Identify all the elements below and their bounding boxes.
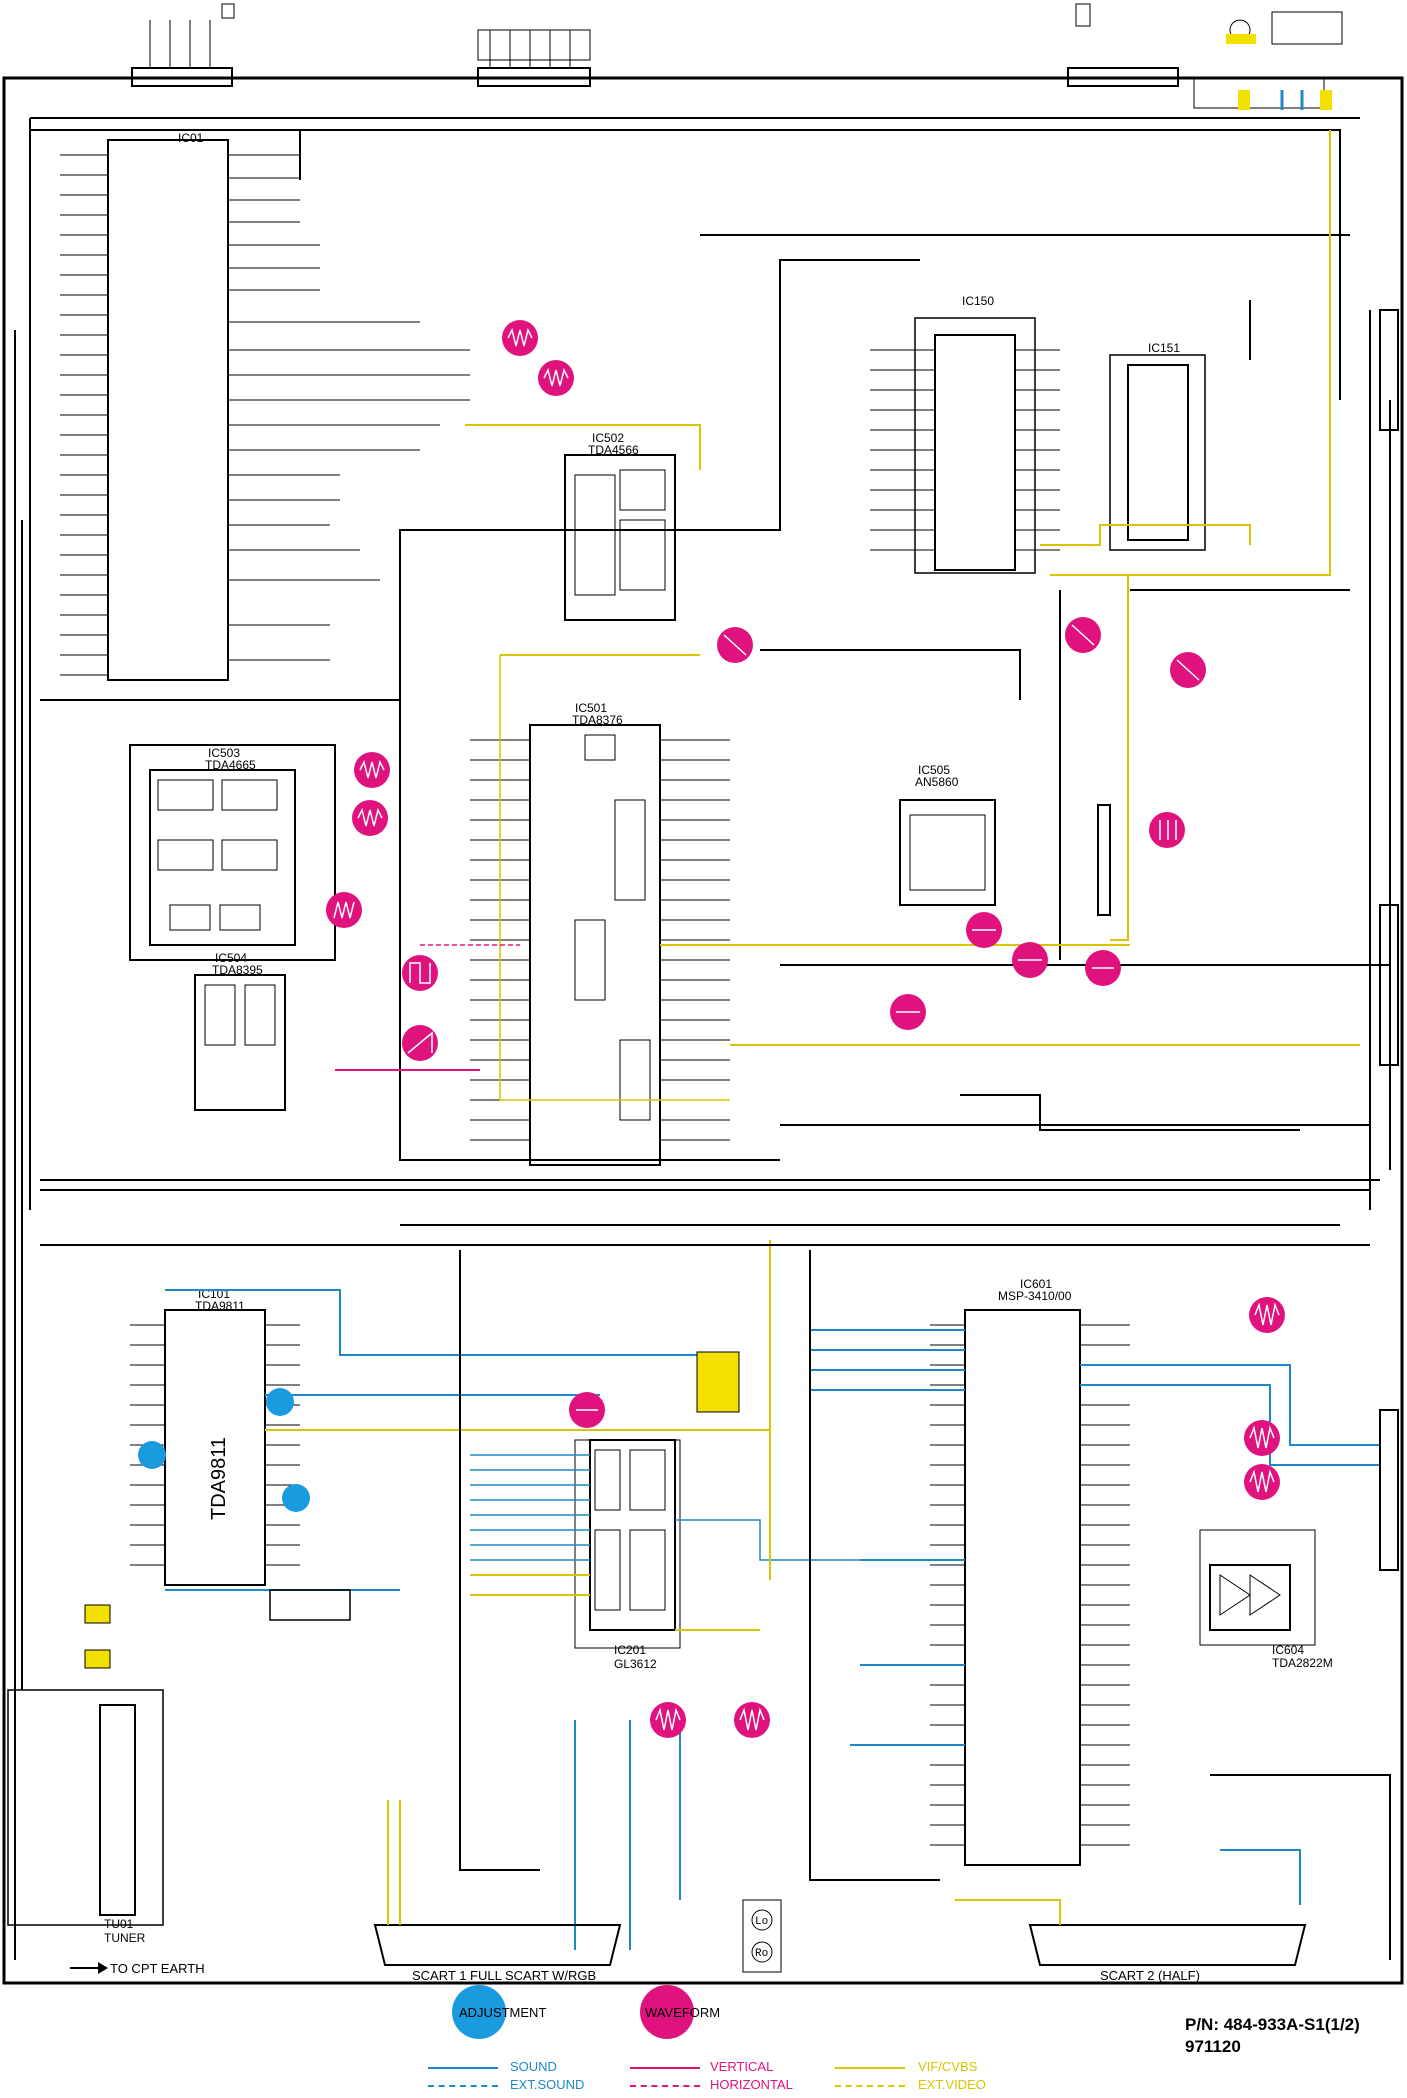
ic504-block: IC504 TDA8395 [194, 951, 286, 1111]
legend-ext-video: EXT.VIDEO [918, 2077, 986, 2092]
tuner-part: TUNER [104, 1931, 146, 1945]
cpt-earth-label: TO CPT EARTH [110, 1961, 205, 1976]
scart1-label: SCART 1 FULL SCART W/RGB [412, 1968, 596, 1983]
legend-ext-video-line [835, 2085, 905, 2087]
legend-waveform-swatch [640, 1985, 694, 2039]
legend-sound-line [428, 2067, 498, 2069]
ic501-label: IC501 [575, 701, 607, 715]
adjustment-marker [282, 1484, 310, 1512]
waveform-marker [650, 1702, 686, 1738]
doc-code: 971120 [1185, 2037, 1241, 2056]
ic601-label: IC601 [1020, 1277, 1052, 1291]
ic504-label: IC504 [215, 951, 247, 965]
ic503-block: IC503 TDA4665 [149, 746, 296, 946]
waveform-marker [354, 752, 390, 788]
ic501-block: IC501 TDA8376 [529, 701, 661, 1166]
waveform-marker [352, 800, 388, 836]
top-connector-left [131, 3, 235, 87]
ic604-part: TDA2822M [1272, 1656, 1333, 1670]
ic504-part: TDA8395 [212, 963, 263, 977]
legend-horizontal-line [630, 2085, 700, 2087]
ic150-block: IC150 [934, 294, 1016, 571]
ro-label: Ro [755, 1948, 768, 1960]
legend-vertical: VERTICAL [710, 2059, 774, 2074]
adjustment-marker [266, 1388, 294, 1416]
legend-waveform: WAVEFORM [645, 2005, 721, 2020]
ic503-label: IC503 [208, 746, 240, 760]
ic503-part: TDA4665 [205, 758, 256, 772]
scart2-connector: SCART 2 (HALF) [1028, 1924, 1307, 1983]
waveform-marker [1244, 1464, 1280, 1500]
ic505-block: IC505 AN5860 [899, 763, 996, 906]
adjustment-markers [138, 1388, 310, 1512]
ic201-part: GL3612 [614, 1657, 657, 1671]
scart2-label: SCART 2 (HALF) [1100, 1968, 1200, 1983]
lo-ro-outputs: Lo Ro [742, 1899, 782, 1973]
waveform-marker [538, 360, 574, 396]
ic505-label: IC505 [918, 763, 950, 777]
tuner-block: TU01 TUNER [99, 1704, 146, 1945]
tuner-label: TU01 [104, 1917, 134, 1931]
legend-sound: SOUND [510, 2059, 557, 2074]
ic501-part: TDA8376 [572, 713, 623, 727]
ic601-block: IC601 MSP-3410/00 [964, 1277, 1081, 1866]
waveform-marker [1244, 1420, 1280, 1456]
ic151-block: IC151 [1127, 341, 1189, 541]
legend-vif-cvbs: VIF/CVBS [918, 2059, 978, 2074]
waveform-marker [1249, 1297, 1285, 1333]
ic604-block: IC604 TDA2822M [1209, 1564, 1333, 1670]
ic101-block: IC101 TDA9811 TDA9811 [164, 1287, 266, 1586]
waveform-markers [326, 320, 1285, 1738]
ic601-part: MSP-3410/00 [998, 1289, 1072, 1303]
part-number: P/N: 484-933A-S1(1/2) [1185, 2015, 1360, 2034]
legend-adjustment: ADJUSTMENT [459, 2005, 547, 2020]
ic01-label: IC01 [178, 131, 204, 145]
ic150-label: IC150 [962, 294, 994, 308]
ic151-label: IC151 [1148, 341, 1180, 355]
waveform-marker [1149, 812, 1185, 848]
ic101-part: TDA9811 [195, 1299, 245, 1313]
waveform-marker [734, 1702, 770, 1738]
ic201-block: IC201 GL3612 [589, 1439, 676, 1671]
waveform-marker [502, 320, 538, 356]
legend-adjustment-swatch [452, 1985, 506, 2039]
ic201-label: IC201 [614, 1643, 646, 1657]
ic505-part: AN5860 [915, 775, 959, 789]
ic101-vertical-label: TDA9811 [208, 1437, 230, 1520]
legend-ext-sound: EXT.SOUND [510, 2077, 585, 2092]
legend-horizontal: HORIZONTAL [710, 2077, 793, 2092]
ic502-label: IC502 [592, 431, 624, 445]
adjustment-marker [138, 1441, 166, 1469]
legend-ext-sound-line [428, 2085, 498, 2087]
ic01-block: IC01 [107, 131, 229, 681]
ic604-label: IC604 [1272, 1643, 1304, 1657]
legend-vif-cvbs-line [835, 2067, 905, 2069]
lo-label: Lo [755, 1916, 768, 1928]
legend-vertical-line [630, 2067, 700, 2069]
cpt-earth: TO CPT EARTH [70, 1961, 205, 1976]
top-connector-middle [477, 29, 591, 87]
ic502-block: IC502 TDA4566 [564, 431, 676, 621]
ic502-part: TDA4566 [588, 443, 639, 457]
legend: ADJUSTMENT WAVEFORM SOUND EXT.SOUND VERT… [0, 1985, 1407, 2098]
scart1-connector: SCART 1 FULL SCART W/RGB [373, 1924, 622, 1983]
part-number-block: P/N: 484-933A-S1(1/2) 971120 [1185, 2014, 1360, 2058]
